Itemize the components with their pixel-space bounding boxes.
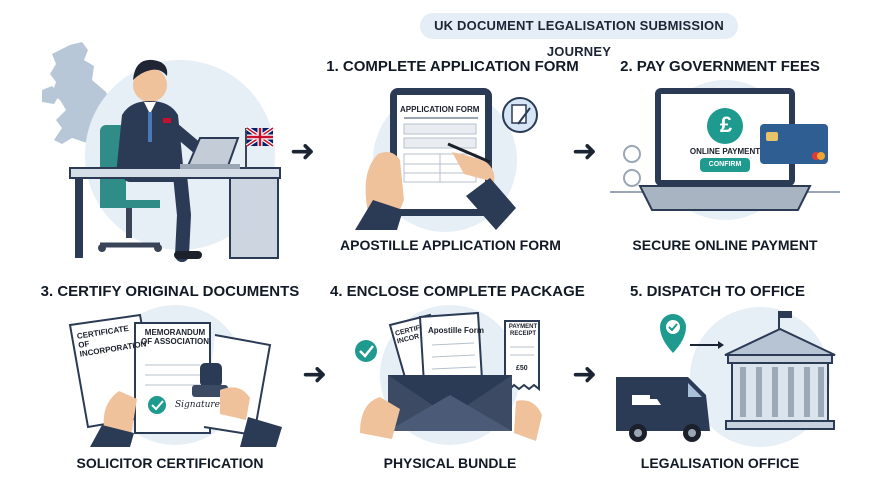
online-payment-illustration	[610, 80, 840, 220]
confirm-button[interactable]: CONFIRM	[708, 161, 742, 168]
check-badge-icon	[148, 396, 166, 414]
pound-symbol: £	[719, 112, 733, 137]
check-badge-icon	[355, 340, 377, 362]
dispatch-illustration	[616, 307, 836, 447]
journey-title: UK DOCUMENT LEGALISATION SUBMISSION JOUR…	[420, 13, 738, 59]
pen-icon	[447, 142, 491, 164]
delivery-van-icon	[616, 377, 710, 442]
credit-card-icon	[760, 124, 828, 164]
stamp-icon	[192, 363, 228, 397]
step-1-caption: APOSTILLE APPLICATION FORM	[340, 237, 561, 253]
arrow-right-icon: ➜	[302, 358, 328, 391]
arrow-right-icon: ➜	[572, 358, 598, 391]
step-1-heading: 1. COMPLETE APPLICATION FORM	[326, 58, 579, 75]
pound-coin-icon	[707, 108, 743, 144]
payment-receipt-title: PAYMENT RECEIPT	[508, 324, 538, 337]
union-jack-flag-icon	[245, 126, 275, 168]
step-3-caption: SOLICITOR CERTIFICATION	[76, 455, 264, 471]
location-pin-icon	[660, 314, 686, 353]
step-5-heading: 5. DISPATCH TO OFFICE	[629, 283, 805, 300]
application-form-illustration	[355, 88, 538, 232]
step-3-heading: 3. CERTIFY ORIGINAL DOCUMENTS	[40, 283, 300, 300]
application-form-title: APPLICATION FORM	[400, 105, 480, 114]
memorandum-of-association-label: MEMORANDUM OF ASSOCIATION	[141, 328, 209, 346]
arrow-right-icon: ➜	[290, 135, 316, 168]
step-5-caption: LEGALISATION OFFICE	[640, 455, 800, 471]
step-2-heading: 2. PAY GOVERNMENT FEES	[620, 58, 820, 75]
arrow-right-icon: ➜	[572, 135, 598, 168]
government-building-icon	[724, 311, 836, 430]
apostille-form-label: Apostille Form	[427, 326, 484, 335]
envelope-icon	[388, 375, 512, 431]
step-4-caption: PHYSICAL BUNDLE	[383, 455, 517, 471]
package-illustration	[355, 305, 542, 445]
laptop-icon	[180, 137, 240, 169]
document-icon	[502, 97, 538, 133]
step-4-heading: 4. ENCLOSE COMPLETE PACKAGE	[330, 283, 585, 300]
certify-documents-illustration	[68, 305, 282, 447]
business-person-illustration	[42, 42, 281, 262]
online-payment-label: ONLINE PAYMENT	[689, 147, 761, 156]
pound-coin-icon	[623, 145, 641, 187]
signature-text: Signature	[175, 400, 221, 410]
step-2-caption: SECURE ONLINE PAYMENT	[632, 237, 818, 253]
payment-receipt-amount: £50	[516, 365, 528, 372]
